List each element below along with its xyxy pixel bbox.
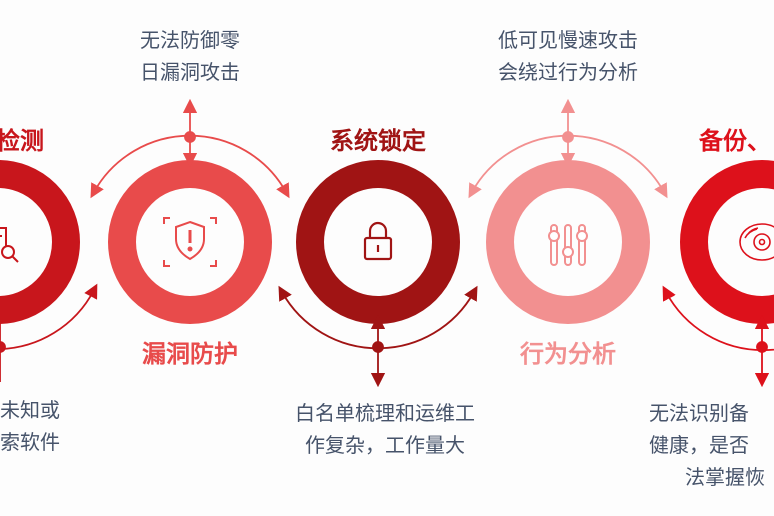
shield-alert-icon bbox=[163, 217, 217, 267]
stage-3-ring bbox=[296, 160, 460, 324]
stage-3-connector bbox=[278, 285, 478, 388]
desc-line: 无法防御零 bbox=[140, 28, 240, 52]
stage-1-description: 未知或 索软件 bbox=[0, 394, 60, 458]
stage-5-description: 无法识别备 健康，是否 法掌握恢 bbox=[649, 397, 765, 493]
stage-4-ring bbox=[486, 160, 650, 324]
stage-5-title: 备份、 bbox=[699, 127, 771, 155]
desc-line: 低可见慢速攻击 bbox=[498, 28, 638, 52]
desc-line: 索软件 bbox=[0, 430, 60, 454]
stage-2-description: 无法防御零 日漏洞攻击 bbox=[140, 24, 240, 88]
stage-4-title: 行为分析 bbox=[520, 340, 616, 368]
stage-5-ring bbox=[680, 160, 774, 324]
stage-4-connector bbox=[468, 98, 668, 199]
document-search-icon bbox=[0, 227, 19, 263]
stage-3-title: 系统锁定 bbox=[330, 127, 426, 155]
desc-line: 白名单梳理和运维工 bbox=[295, 401, 475, 425]
desc-line: 无法识别备 bbox=[649, 401, 749, 425]
desc-line: 会绕过行为分析 bbox=[498, 60, 638, 84]
stage-2-connector bbox=[90, 98, 290, 199]
stage-4-description: 低可见慢速攻击 会绕过行为分析 bbox=[498, 24, 638, 88]
disc-icon bbox=[739, 223, 774, 261]
desc-line: 健康，是否 bbox=[649, 433, 749, 457]
stage-1-ring bbox=[0, 160, 80, 324]
stage-1-title: 检测 bbox=[0, 127, 44, 155]
stage-2-title: 漏洞防护 bbox=[142, 340, 238, 368]
stage-5-connector bbox=[662, 285, 774, 388]
stage-2-ring bbox=[108, 160, 272, 324]
stage-3-description: 白名单梳理和运维工 作复杂，工作量大 bbox=[295, 397, 475, 461]
desc-line: 作复杂，工作量大 bbox=[305, 433, 465, 457]
desc-line: 法掌握恢 bbox=[685, 465, 765, 489]
lock-icon bbox=[363, 221, 393, 261]
sliders-icon bbox=[548, 224, 588, 266]
desc-line: 日漏洞攻击 bbox=[140, 60, 240, 84]
desc-line: 未知或 bbox=[0, 398, 60, 422]
stage-1-connector bbox=[0, 283, 98, 382]
